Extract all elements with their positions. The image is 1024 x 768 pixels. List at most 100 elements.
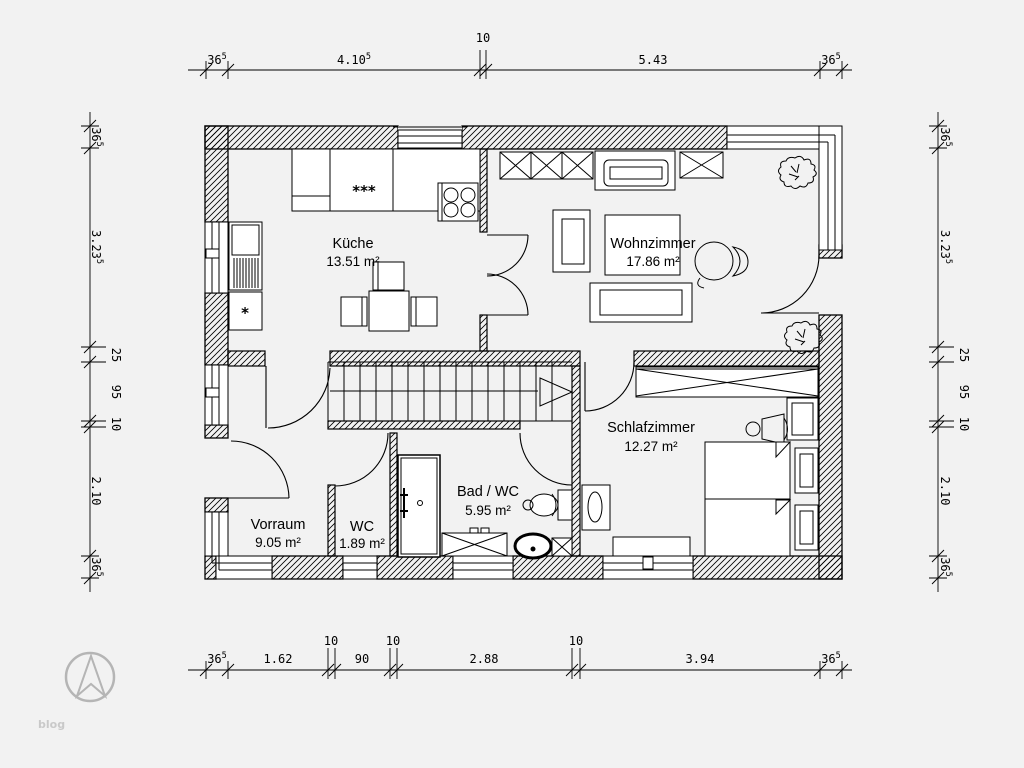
svg-text:10: 10 [569,634,583,648]
svg-text:3.235: 3.235 [938,230,953,264]
svg-text:1.62: 1.62 [264,652,293,666]
svg-text:365: 365 [207,651,227,666]
bath-appliance [551,537,573,557]
svg-text:95: 95 [109,385,123,399]
svg-text:365: 365 [89,557,104,577]
plant-icon [784,320,823,354]
room-labels: Küche 13.51 m² Wohnzimmer 17.86 m² Schla… [241,182,696,551]
stair-window [204,364,229,426]
armchair [552,209,591,273]
wall-sofa [594,150,676,191]
kitchen-cabinet [228,291,263,331]
svg-text:10: 10 [476,31,490,45]
svg-text:10: 10 [386,634,400,648]
label-kueche-area: 13.51 m² [326,254,380,269]
svg-text:2.88: 2.88 [470,652,499,666]
svg-text:365: 365 [938,127,953,147]
label-kueche: Küche [332,236,373,252]
cooktop [437,182,479,222]
svg-text:4.105: 4.105 [337,52,371,67]
svg-text:10: 10 [109,417,123,431]
coffee-table [604,214,681,276]
plant-icon [778,155,817,189]
dimension-left [81,112,106,592]
kitchen-top-window [393,126,467,149]
cabinet-symbol: * [241,304,249,322]
dining-chair [340,296,368,327]
svg-text:365: 365 [89,127,104,147]
entry-door-leaf [397,454,441,558]
dimension-right [929,112,954,592]
north-arrow-icon [64,651,116,703]
bedroom-chair [745,413,788,445]
wc-window [342,555,378,580]
nightstand [786,397,819,441]
kitchen-left-window [204,221,229,294]
wc-door [334,432,389,487]
doors [228,234,820,499]
svg-text:365: 365 [938,557,953,577]
svg-text:10: 10 [957,417,971,431]
sofa [589,282,693,323]
nightstand [794,447,819,494]
svg-text:365: 365 [207,52,227,67]
label-vorraum: Vorraum [251,517,306,533]
bad-door [519,432,573,486]
svg-text:3.235: 3.235 [89,230,104,264]
dimension-left-text: 365 3.235 25 95 10 2.10 365 [89,127,123,577]
dimension-bottom-text: 365 1.62 10 90 10 2.88 10 3.94 365 [207,634,841,666]
kitchen-hall-door [265,366,331,429]
bed [704,498,792,557]
washing-machine [441,527,508,557]
built-in-closet [679,151,724,179]
staircase [327,361,574,422]
fridge-unit [228,221,263,291]
living-furniture [499,150,823,354]
swivel-chair [694,241,749,289]
label-bad-area: 5.95 m² [465,503,511,518]
windows [204,125,843,580]
corner-window [726,125,843,251]
dining-table [368,290,410,332]
svg-text:2.10: 2.10 [89,477,103,506]
label-wohnzimmer: Wohnzimmer [610,236,695,252]
svg-text:3.94: 3.94 [686,652,715,666]
label-wc-area: 1.89 m² [339,536,385,551]
interior-walls [227,148,820,557]
svg-text:95: 95 [957,385,971,399]
kitchen-furniture [228,148,481,332]
label-vorraum-area: 9.05 m² [255,535,301,550]
svg-text:365: 365 [821,651,841,666]
stove-symbol: *** [352,182,376,200]
entrance-door [228,440,290,499]
dining-set [340,261,438,332]
svg-text:25: 25 [957,348,971,362]
vorraum-corner-window [204,511,273,580]
label-bad: Bad / WC [457,484,519,500]
dimension-bottom [188,648,852,679]
svg-text:25: 25 [109,348,123,362]
label-wc: WC [350,519,374,535]
washbasin [513,532,553,560]
bench [612,536,691,557]
terrace-door [760,254,820,314]
dining-chair [410,296,438,327]
watermark: blog [38,718,65,731]
wardrobe [635,366,819,398]
toilet [522,489,573,521]
dresser [581,484,611,531]
dimension-top [188,50,852,79]
bedroom-door [584,361,635,412]
kitchen-counter [291,148,481,212]
bed [704,441,792,500]
built-in-closet [499,151,594,180]
label-schlafzimmer-area: 12.27 m² [624,439,678,454]
label-schlafzimmer: Schlafzimmer [607,420,695,436]
bedroom-window [602,555,694,580]
stair-direction-arrow-icon [539,377,574,407]
nightstand [794,504,819,551]
svg-text:5.43: 5.43 [639,53,668,67]
bad-window [452,555,514,580]
